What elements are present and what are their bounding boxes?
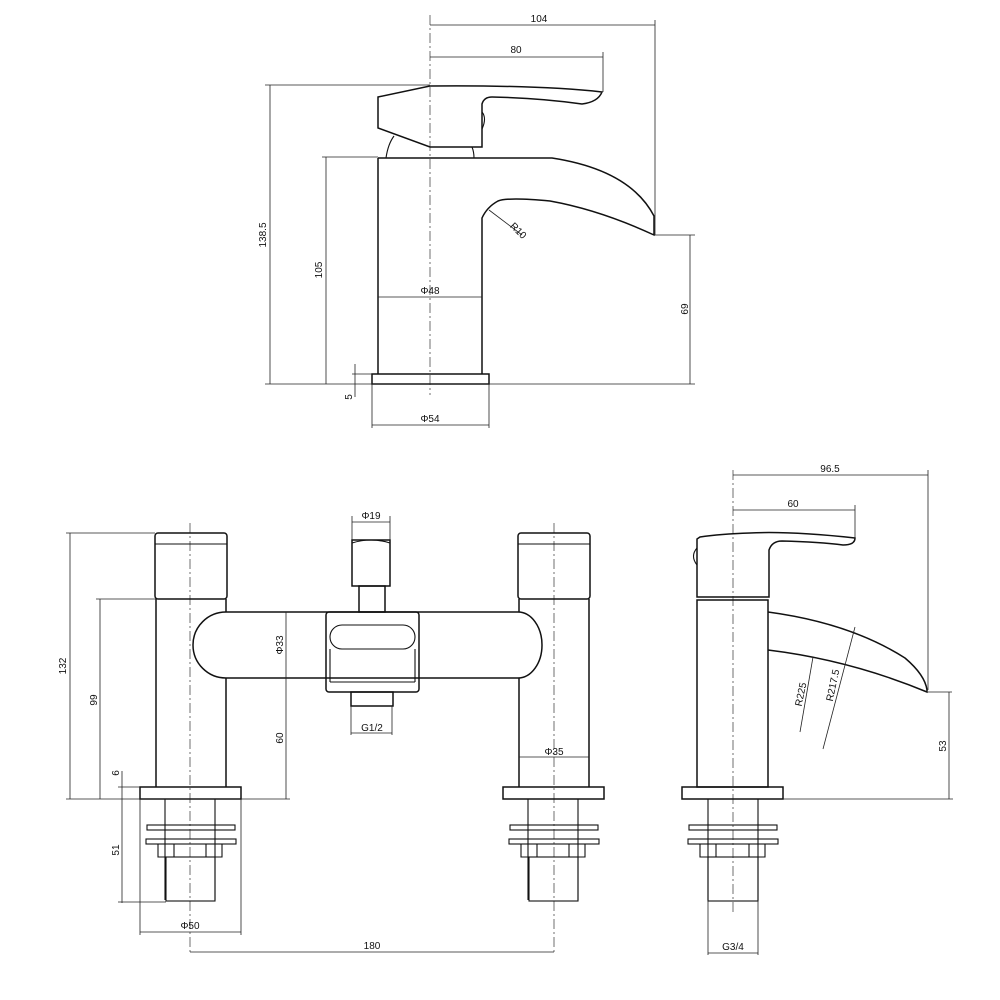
left-handle [154,532,228,600]
dim-overall-reach: 104 [531,14,548,25]
bath-filler-front-view: 132 99 6 51 Φ33 60 Φ19 G1/2 Φ35 [58,511,605,955]
dim-spout-height: 53 [938,740,949,752]
diverter-knob [351,539,391,587]
dim-overall-height: 132 [58,657,69,674]
dim-body-diameter: Φ48 [420,286,440,297]
dim-base-thickness: 5 [344,394,355,400]
lever-handle [696,531,856,598]
bath-filler-side-view: 96.5 60 R225 R217.5 53 G3/4 [681,464,953,955]
outlet-thread [350,691,394,707]
dim-tail-length: 51 [111,844,122,856]
dim-body-height: 99 [89,694,100,706]
dim-spout-radius: R10 [507,221,528,242]
dim-diverter-diameter: Φ19 [361,511,381,522]
right-handle [517,532,591,600]
dim-base-diameter: Φ50 [180,921,200,932]
basin-mixer-view: 104 80 138.5 105 R10 Φ48 69 5 Φ54 [258,14,695,428]
spout [767,611,928,694]
right-base-plate [502,786,605,800]
dim-leg-diameter: Φ35 [544,747,564,758]
dim-base-diameter: Φ54 [420,414,440,425]
dim-overall-height: 138.5 [258,222,269,247]
spout-body [378,157,655,374]
handle-indicator [481,111,486,130]
dim-centres: 180 [364,941,381,952]
dim-spout-height: 69 [680,303,691,315]
diverter-block [325,611,420,693]
dim-tail-thread: G3/4 [722,942,744,953]
dim-handle-reach: 80 [510,45,522,56]
left-base-plate [139,786,242,800]
dim-bridge-diameter: Φ33 [275,635,286,655]
dim-outlet-thread: G1/2 [361,723,383,734]
base-plate [371,373,490,385]
dim-body-height: 105 [314,261,325,278]
body [696,599,769,788]
dim-overall-reach: 96.5 [820,464,840,475]
dim-base-thickness: 6 [111,770,122,776]
lever-handle [377,85,604,148]
dim-handle-reach: 60 [787,499,799,510]
dim-inner-radius: R225 [794,681,810,707]
dim-bridge-height: 60 [275,732,286,744]
